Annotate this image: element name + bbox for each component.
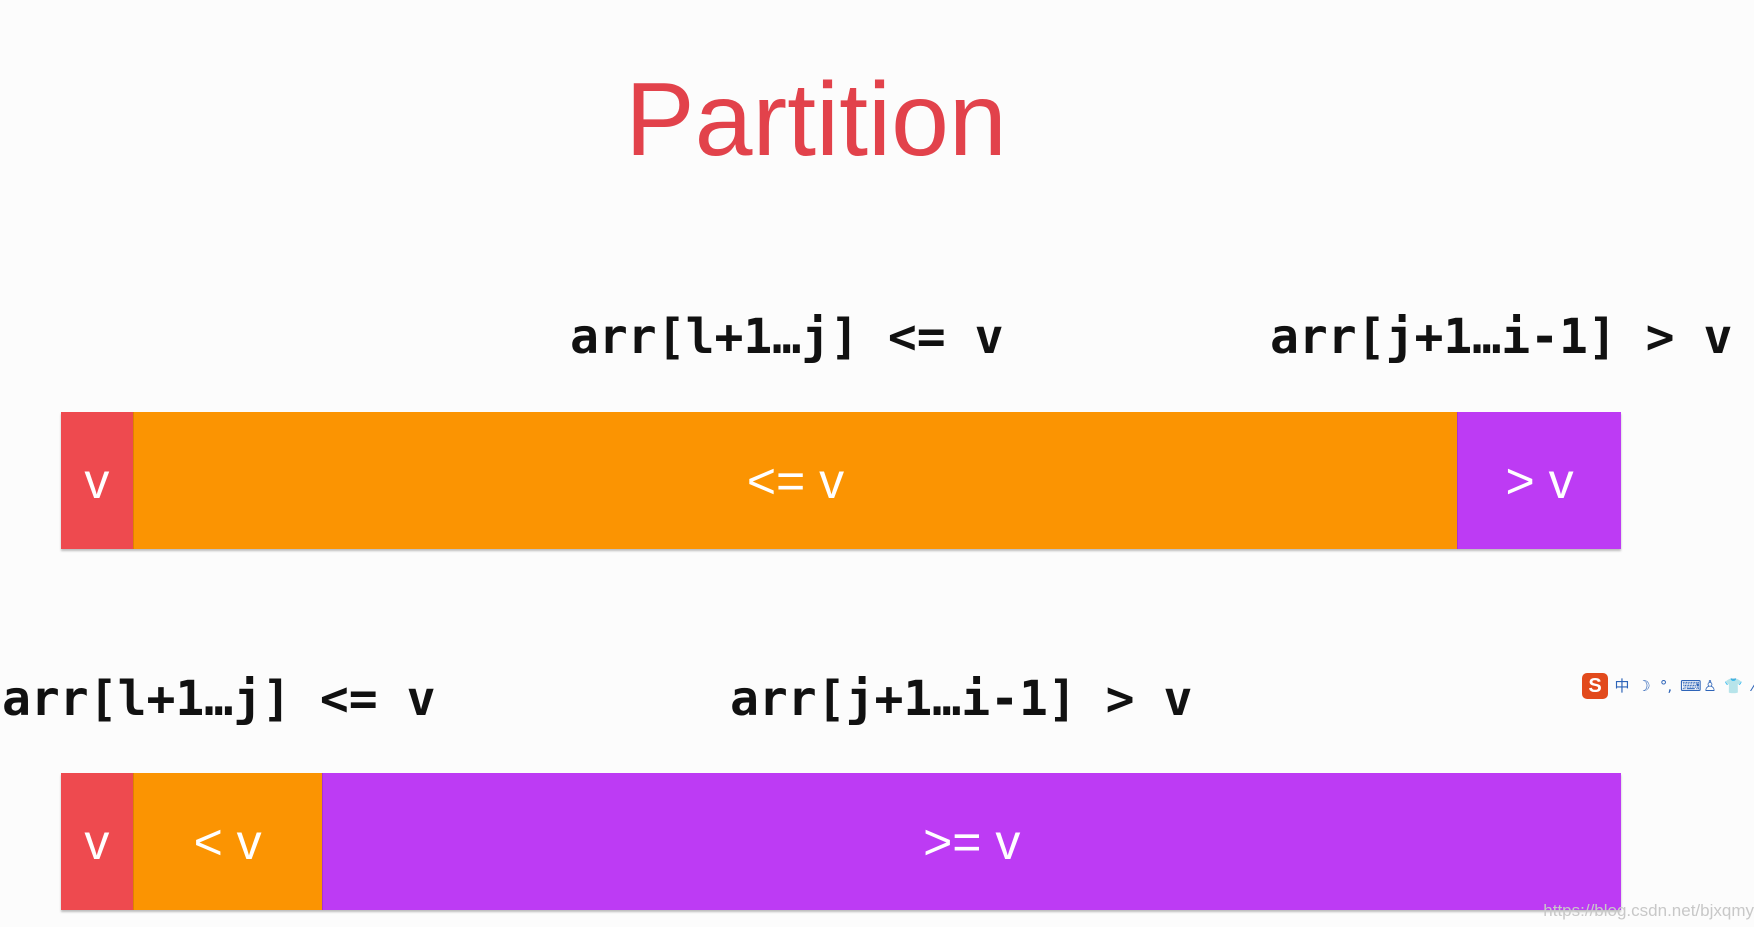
bottom-segment-pivot: v bbox=[61, 773, 133, 910]
bottom-partition-bar: v < v >= v bbox=[61, 773, 1621, 910]
diagram-title: Partition bbox=[625, 62, 1007, 178]
top-segment-pivot: v bbox=[61, 412, 133, 549]
bottom-label-less-equal: arr[l+1…j] <= v bbox=[2, 671, 436, 727]
punctuation-icon[interactable]: °, bbox=[1659, 677, 1673, 695]
skin-shirt-icon[interactable]: 👕 bbox=[1724, 677, 1743, 695]
tools-icon[interactable]: ⁄ bbox=[1752, 677, 1754, 695]
user-icon[interactable]: ♙ bbox=[1703, 677, 1717, 695]
moon-icon[interactable]: ☽ bbox=[1637, 677, 1651, 695]
bottom-segment-less: < v bbox=[132, 773, 322, 910]
top-partition-bar: v <= v > v bbox=[61, 412, 1621, 549]
bottom-label-greater: arr[j+1…i-1] > v bbox=[730, 671, 1193, 727]
sogou-logo-icon[interactable]: S bbox=[1582, 673, 1608, 699]
top-label-greater: arr[j+1…i-1] > v bbox=[1270, 309, 1733, 365]
keyboard-icon[interactable]: ⌨ bbox=[1680, 677, 1702, 695]
top-segment-less-equal: <= v bbox=[132, 412, 1458, 549]
watermark: https://blog.csdn.net/bjxqmy bbox=[1543, 901, 1754, 920]
top-segment-greater: > v bbox=[1457, 412, 1621, 549]
bottom-segment-greater-equal: >= v bbox=[321, 773, 1621, 910]
top-label-less-equal: arr[l+1…j] <= v bbox=[570, 309, 1004, 365]
ime-toolbar[interactable]: S 中 ☽ °, ⌨ ♙ 👕 ⁄ bbox=[1582, 671, 1754, 701]
chinese-mode-icon[interactable]: 中 bbox=[1614, 677, 1630, 695]
